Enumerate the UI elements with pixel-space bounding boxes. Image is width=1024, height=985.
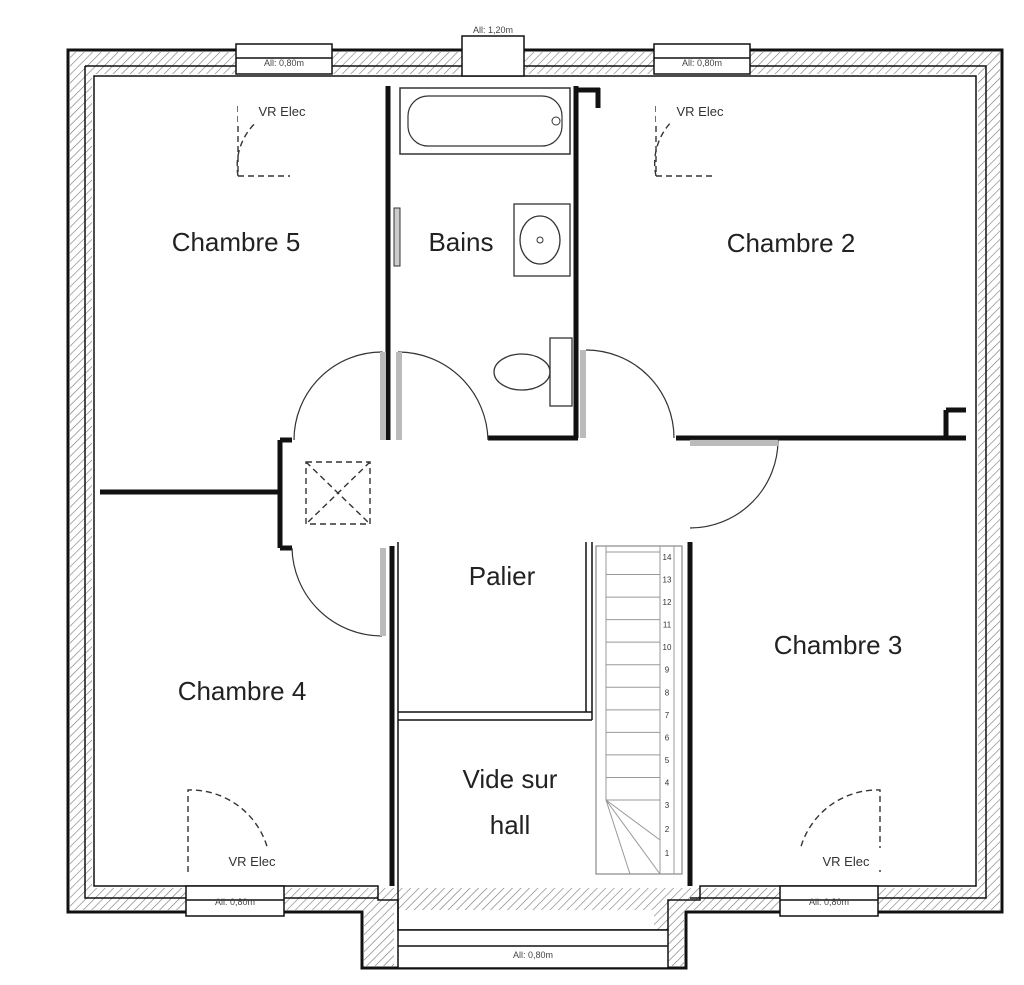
window-label: All: 1,20m [473,25,513,35]
vr-elec-label: VR Elec [823,854,870,869]
window-ch3-bottom: All: 0,80m [779,885,879,917]
vr-elec-label: VR Elec [677,104,724,119]
room-label-vide-sur: Vide sur [463,764,558,794]
window-ch2-top: All: 0,80m [653,43,751,75]
window-bath-top: All: 1,20m [461,25,525,77]
interior-walls [100,86,966,930]
room-label-hall: hall [490,810,530,840]
sink [513,203,571,277]
window-hall-bottom: All: 0,80m [397,929,669,969]
vr-elec-ch4: VR Elec [187,789,306,872]
stair-number: 13 [663,576,672,585]
vr-elec-ch5: VR Elec [236,100,326,177]
room-label-bains: Bains [428,227,493,257]
toilet [493,337,573,407]
exterior-walls [66,48,1004,970]
window-label: All: 0,80m [215,897,255,907]
window-label: All: 0,80m [809,897,849,907]
vr-elec-label: VR Elec [259,104,306,119]
window-label: All: 0,80m [513,950,553,960]
towel-rail [393,207,401,267]
window-ch5-top: All: 0,80m [235,43,333,75]
window-ch4-bottom: All: 0,80m [185,885,285,917]
stair-number: 10 [663,643,672,652]
stair-number: 5 [665,756,670,765]
room-label-palier: Palier [469,561,536,591]
stair-number: 3 [665,801,670,810]
stair-number: 6 [665,733,670,742]
stair-number: 8 [665,688,670,697]
room-label-chambre-3: Chambre 3 [774,630,903,660]
stair-number: 1 [665,849,670,858]
stair-number: 7 [665,711,670,720]
stair-number: 11 [663,621,672,630]
room-label-chambre-4: Chambre 4 [178,676,307,706]
ceiling-hatch-icon [305,461,371,525]
stair-number: 12 [663,598,672,607]
stair-number: 4 [665,778,670,787]
stair-number: 14 [663,553,672,562]
stair-number: 2 [665,825,670,834]
room-label-chambre-2: Chambre 2 [727,228,856,258]
vr-elec-ch3: VR Elec [792,789,900,872]
window-label: All: 0,80m [682,58,722,68]
vr-elec-label: VR Elec [229,854,276,869]
staircase: 14 13 12 11 10 9 8 7 6 5 4 3 2 1 [595,545,683,875]
doors [291,349,779,637]
window-label: All: 0,80m [264,58,304,68]
vr-elec-ch2: VR Elec [653,100,744,177]
room-label-chambre-5: Chambre 5 [172,227,301,257]
bathtub [399,87,571,155]
stair-number: 9 [665,666,670,675]
